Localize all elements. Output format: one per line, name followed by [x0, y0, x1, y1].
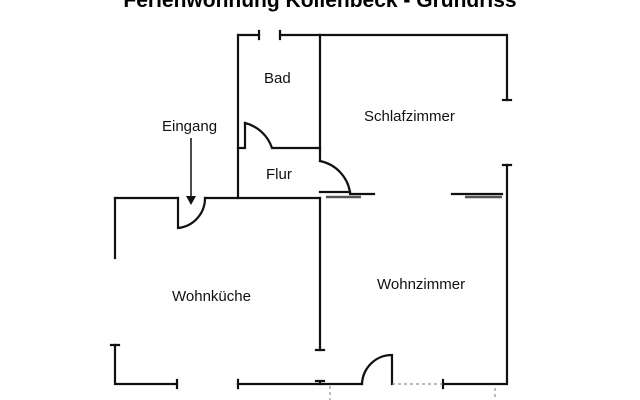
room-label-wohnkueche: Wohnküche — [172, 288, 251, 305]
door-schlafzimmer — [318, 159, 352, 194]
room-label-wohnzimmer: Wohnzimmer — [377, 276, 466, 293]
door-bad — [243, 121, 322, 150]
room-label-schlafzimmer: Schlafzimmer — [364, 108, 455, 125]
wall-schlafzimmer-top — [318, 33, 509, 102]
eingang-arrowhead — [186, 196, 196, 205]
door-terrace — [360, 353, 394, 386]
wall-right — [441, 163, 509, 386]
wall-bad-flur — [236, 121, 247, 150]
room-label-flur: Flur — [266, 166, 292, 183]
room-label-bad: Bad — [264, 70, 291, 87]
annotation-eingang: Eingang — [162, 118, 218, 135]
plan-title: Ferienwohnung Kollenbeck - Grundriss — [123, 0, 517, 12]
door-eingang — [176, 196, 207, 230]
